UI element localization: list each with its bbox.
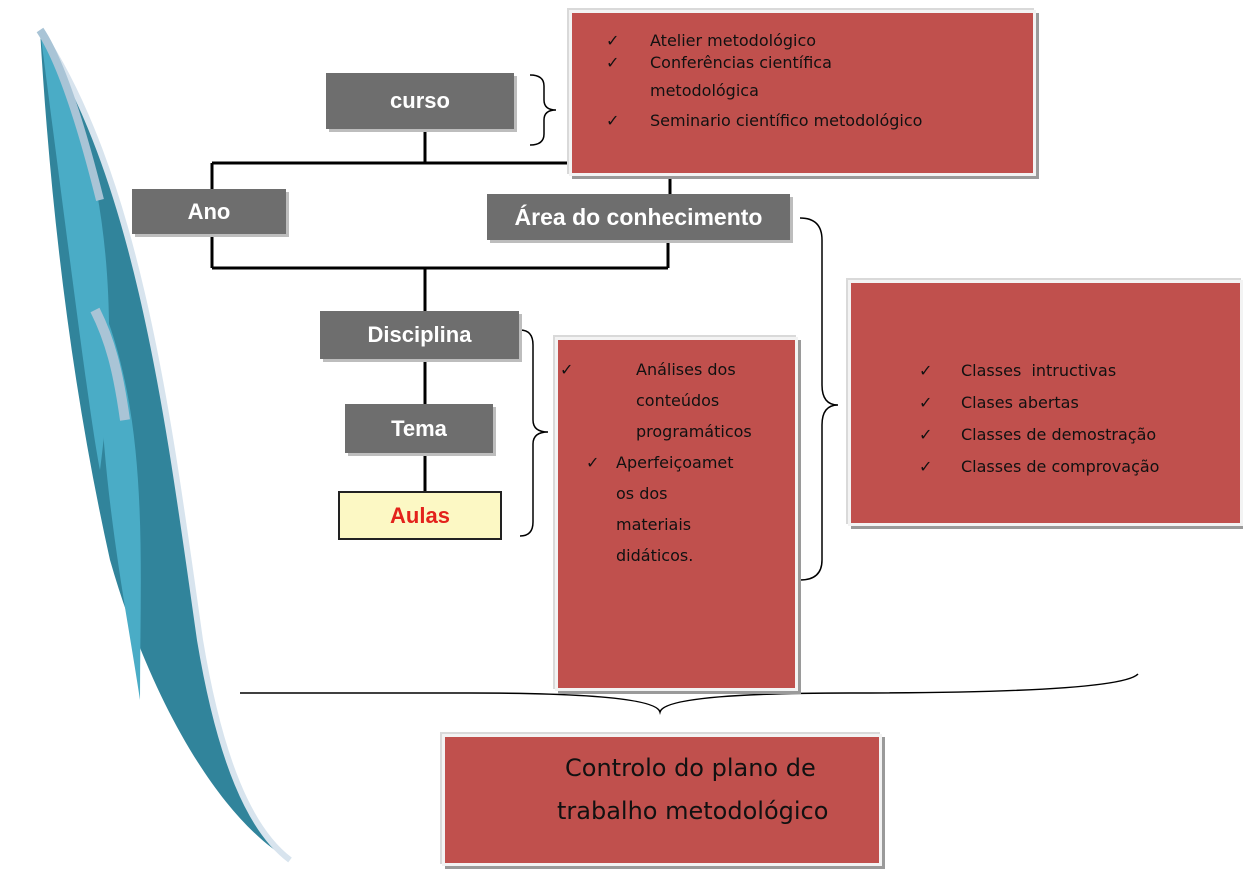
list-item: ✓ Análises dos conteúdos programáticos bbox=[558, 354, 752, 447]
checkmark-icon: ✓ bbox=[919, 393, 933, 412]
node-tema: Tema bbox=[345, 404, 493, 453]
node-area-conhecimento: Área do conhecimento bbox=[487, 194, 790, 240]
list-item: ✓ Classes de demostração bbox=[851, 419, 1240, 451]
list-item-text: Aperfeiçoamet os dos materiais didáticos… bbox=[616, 453, 734, 565]
node-aulas: Aulas bbox=[338, 491, 502, 540]
checkmark-icon: ✓ bbox=[919, 361, 933, 380]
checkmark-icon: ✓ bbox=[606, 31, 620, 50]
list-item-text: Atelier metodológico bbox=[650, 31, 817, 50]
list-item-text: Análises dos conteúdos programáticos bbox=[636, 360, 752, 441]
node-disciplina: Disciplina bbox=[320, 311, 519, 359]
callout-classes: ✓ Classes intructivas ✓ Clases abertas ✓ Cl… bbox=[848, 280, 1243, 526]
brace-area bbox=[799, 217, 839, 581]
list-item-text: Classes de comprovação bbox=[961, 457, 1160, 476]
checkmark-icon: ✓ bbox=[919, 457, 933, 476]
list-item: ✓ Conferências científica metodológica bbox=[572, 49, 930, 105]
ribbon-decoration bbox=[36, 27, 292, 863]
checkmark-icon: ✓ bbox=[606, 53, 620, 72]
callout-controlo-plano: Controlo do plano de trabalho metodológi… bbox=[442, 734, 882, 866]
controlo-line-1: Controlo do plano de bbox=[565, 754, 816, 782]
node-curso: curso bbox=[326, 73, 514, 129]
list-item-text: Clases abertas bbox=[961, 393, 1079, 412]
list-item: ✓ Classes intructivas bbox=[851, 355, 1240, 387]
list-item: ✓ Clases abertas bbox=[851, 387, 1240, 419]
list-item: ✓ Seminario científico metodológico bbox=[572, 107, 930, 135]
brace-bottom bbox=[239, 673, 1139, 715]
list-item: ✓ Classes de comprovação bbox=[851, 451, 1240, 483]
checkmark-icon: ✓ bbox=[606, 111, 620, 130]
list-item-text: Classes intructivas bbox=[961, 361, 1117, 380]
brace-disciplina-aulas bbox=[519, 329, 549, 537]
list-item-text: Seminario científico metodológico bbox=[650, 111, 923, 130]
checkmark-icon: ✓ bbox=[560, 360, 574, 379]
list-item: ✓ Atelier metodológico bbox=[572, 30, 1033, 51]
callout-analise-conteudos: ✓ Análises dos conteúdos programáticos ✓ A… bbox=[555, 337, 798, 691]
brace-curso bbox=[529, 74, 557, 146]
checkmark-icon: ✓ bbox=[919, 425, 933, 444]
list-item-text: Conferências científica metodológica bbox=[650, 53, 832, 100]
checkmark-icon: ✓ bbox=[586, 453, 600, 472]
controlo-line-2: trabalho metodológico bbox=[557, 797, 829, 825]
list-item-text: Classes de demostração bbox=[961, 425, 1157, 444]
list-item: ✓ Aperfeiçoamet os dos materiais didático… bbox=[558, 447, 734, 571]
callout-atelier-conferencias: ✓ Atelier metodológico ✓ Conferências cien… bbox=[569, 10, 1036, 176]
node-ano: Ano bbox=[132, 189, 286, 234]
